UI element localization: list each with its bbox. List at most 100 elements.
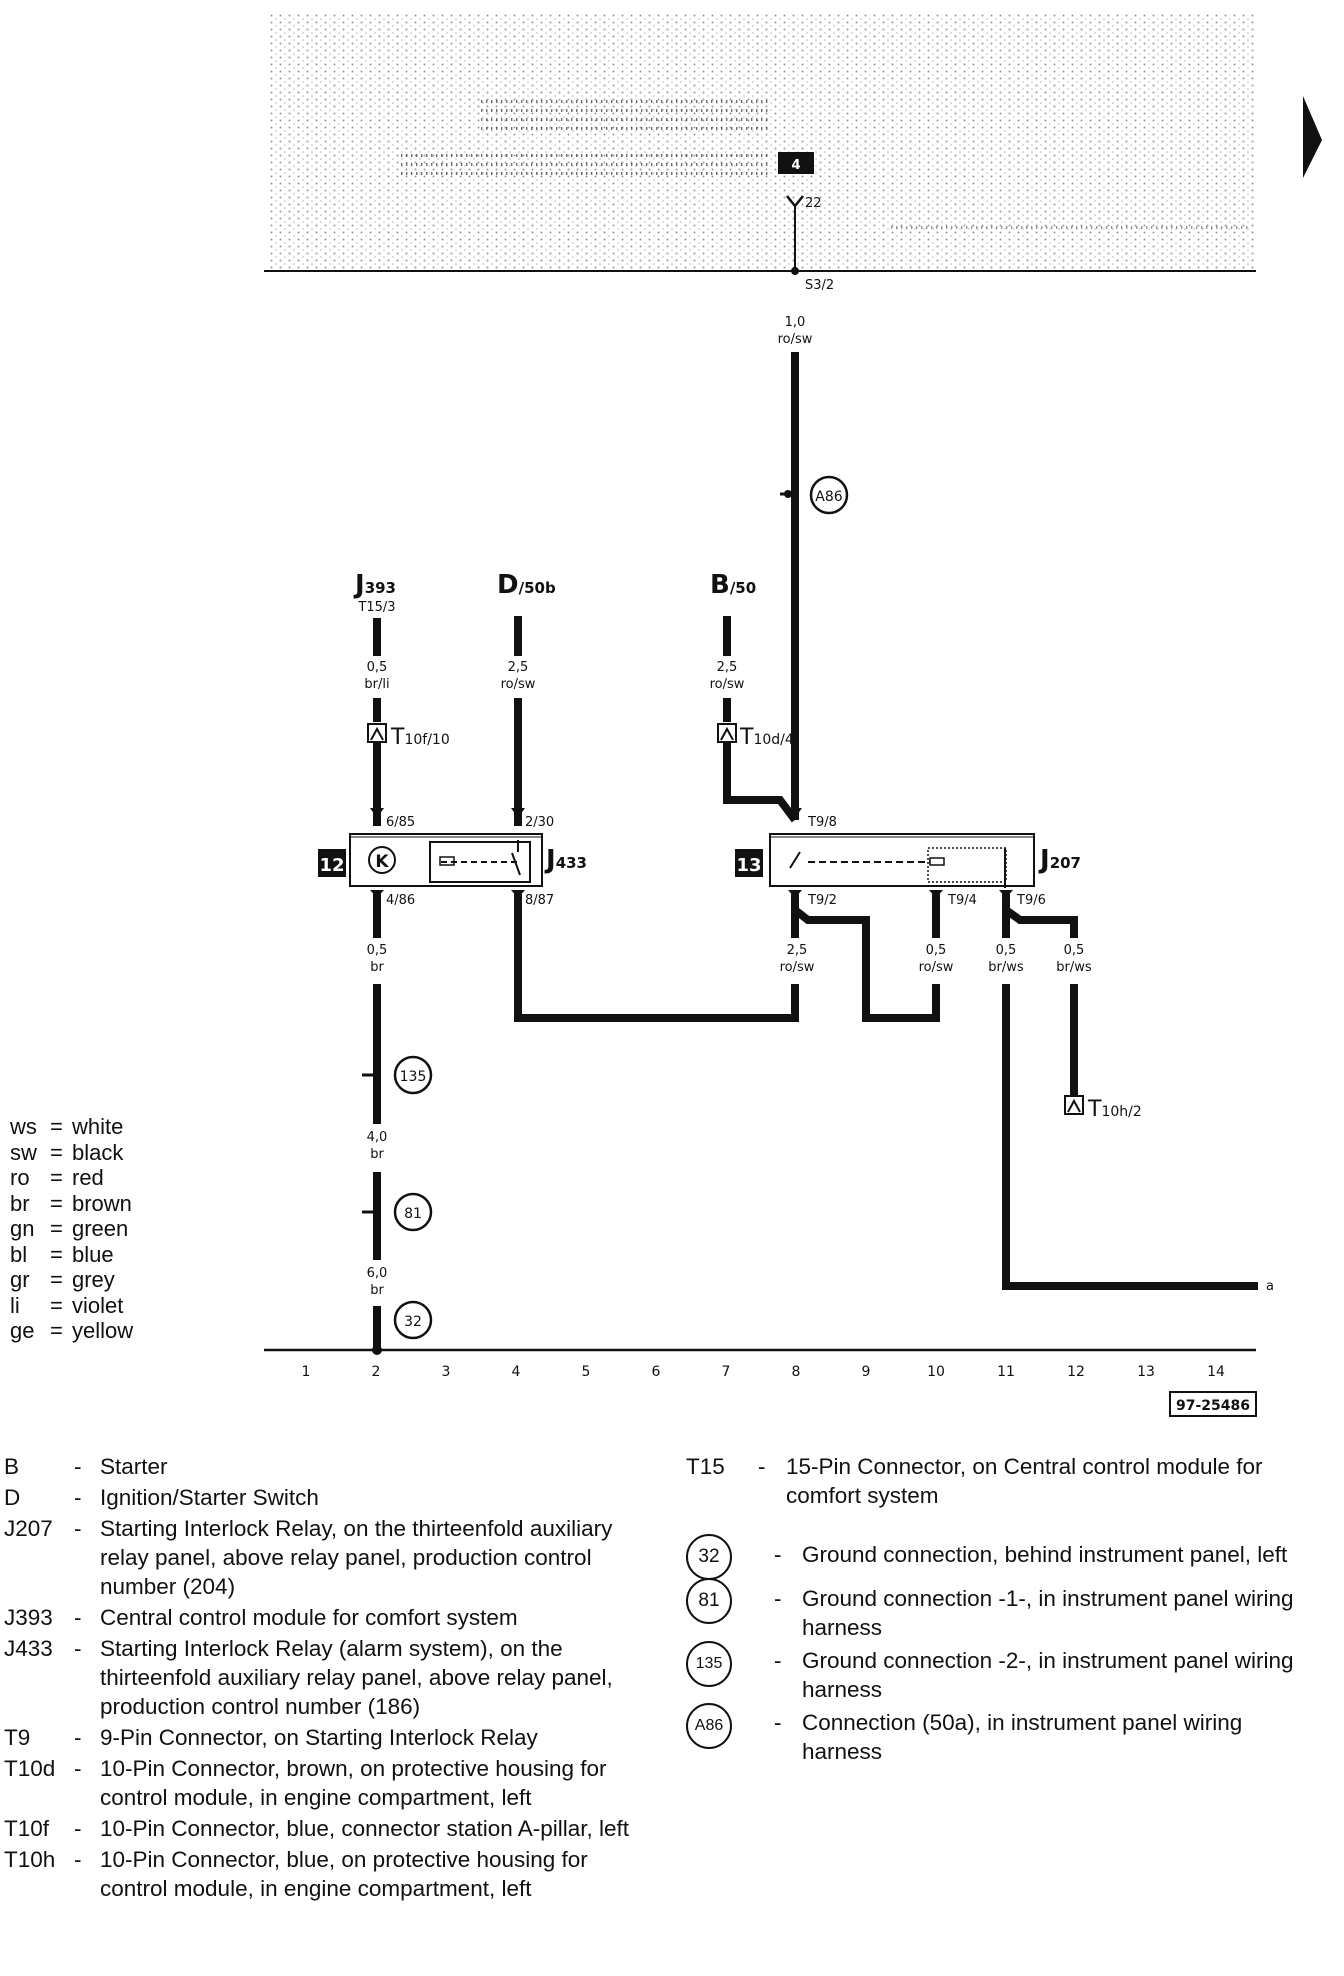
color-abbr: br [10, 1190, 30, 1216]
top-terminal-label: 22 [805, 196, 822, 211]
color-abbr: sw [10, 1139, 37, 1165]
key-desc: Ignition/Starter Switch [100, 1485, 319, 1510]
color-abbr: ws [10, 1114, 37, 1139]
j207-box-number: 13 [736, 855, 761, 876]
j433-pin-4-86: 4/86 [386, 893, 415, 908]
color-name: violet [72, 1292, 124, 1318]
color-name: red [72, 1165, 104, 1190]
t10d-label: T10d/4 [739, 725, 794, 750]
color-name: grey [72, 1267, 115, 1292]
ground-32-label: 32 [404, 1314, 422, 1330]
wire-size-label: 0,5 [1064, 943, 1085, 958]
j207-pin-t9-4: T9/4 [947, 893, 977, 908]
wire-color-label: ro/sw [501, 677, 536, 692]
color-name: brown [72, 1190, 132, 1216]
wiring-diagram: 4 22 S3/2 1,0 ro/sw A86 J393 T15/3 0,5 b… [264, 14, 1322, 1417]
color-legend-row: li=violet [10, 1292, 124, 1318]
key-entry: T9-9-Pin Connector, on Starting Interloc… [4, 1723, 644, 1752]
key-desc: Starting Interlock Relay (alarm system),… [100, 1636, 613, 1719]
ground-135-label: 135 [400, 1069, 427, 1085]
ground-symbol-icon: 81 [686, 1578, 732, 1624]
ground-32-circle [393, 1300, 433, 1340]
j393-label: J393 [353, 570, 396, 600]
column-number: 14 [1207, 1364, 1225, 1380]
key-entry: T10f-10-Pin Connector, blue, connector s… [4, 1814, 644, 1843]
column-number: 7 [722, 1364, 731, 1380]
j393-pin: T15/3 [357, 600, 395, 615]
column-number: 8 [792, 1364, 801, 1380]
key-code: T9 [4, 1725, 31, 1750]
b50-label: B/50 [710, 570, 756, 600]
color-abbr: ro [10, 1165, 30, 1190]
column-number: 4 [512, 1364, 521, 1380]
wire-size-label: 2,5 [787, 943, 808, 958]
key-code: T15 [686, 1454, 725, 1479]
column-number: 1 [302, 1364, 311, 1380]
column-number: 5 [582, 1364, 591, 1380]
continue-arrow-icon[interactable] [1303, 96, 1322, 178]
key-desc: Connection (50a), in instrument panel wi… [802, 1710, 1243, 1764]
key-desc: Ground connection -2-, in instrument pan… [802, 1648, 1294, 1702]
j207-pin-t9-2: T9/2 [807, 893, 837, 908]
key-entry: T10h-10-Pin Connector, blue, on protecti… [4, 1845, 644, 1903]
page-marker-box [778, 152, 814, 174]
ground-symbol-icon: A86 [686, 1703, 732, 1749]
ground-key-entry: 135-Ground connection -2-, in instrument… [686, 1641, 1326, 1704]
column-number: 9 [862, 1364, 871, 1380]
color-legend-row: gr=grey [10, 1267, 115, 1292]
wire-size-label: 0,5 [367, 943, 388, 958]
wire-size-label: 0,5 [367, 660, 388, 675]
diagram-id: 97-25486 [1176, 1398, 1250, 1414]
color-abbr: ge [10, 1318, 35, 1343]
wire-color-label: br [370, 1147, 384, 1162]
key-code: D [4, 1485, 21, 1510]
relay-panel-area [264, 14, 1256, 272]
splice-a86-label: A86 [815, 489, 842, 505]
ground-symbol-icon: 32 [686, 1534, 732, 1580]
column-number: 10 [927, 1364, 945, 1380]
d50b-label: D/50b [497, 570, 556, 600]
wire-size-label: 2,5 [717, 660, 738, 675]
color-name: blue [72, 1241, 114, 1267]
key-desc: 10-Pin Connector, brown, on protective h… [100, 1756, 607, 1810]
key-code: J393 [4, 1605, 53, 1630]
j207-label: J207 [1038, 845, 1081, 875]
key-desc: Ground connection -1-, in instrument pan… [802, 1586, 1294, 1640]
diagram-id-box [1169, 1391, 1257, 1417]
key-desc: 9-Pin Connector, on Starting Interlock R… [100, 1725, 538, 1750]
key-entry: T15 - 15-Pin Connector, on Central contr… [686, 1452, 1326, 1510]
key-desc: 10-Pin Connector, blue, on protective ho… [100, 1847, 588, 1901]
j433-label: J433 [544, 845, 587, 875]
svg-text:K: K [375, 852, 389, 872]
color-abbr: li [10, 1292, 20, 1318]
color-name: yellow [72, 1318, 134, 1343]
key-entry: J393-Central control module for comfort … [4, 1603, 644, 1632]
edge-label-a: a [1266, 1279, 1274, 1294]
color-legend-row: br=brown [10, 1190, 132, 1216]
column-number: 6 [652, 1364, 661, 1380]
key-code: T10d [4, 1756, 56, 1781]
top-connector-label: S3/2 [805, 278, 834, 293]
key-code: J207 [4, 1516, 53, 1541]
key-desc: Starting Interlock Relay, on the thirtee… [100, 1516, 613, 1599]
j207-relay-box [769, 833, 1035, 887]
color-abbr: bl [10, 1241, 28, 1267]
column-number: 13 [1137, 1364, 1155, 1380]
ground-symbol-icon: 135 [686, 1641, 732, 1687]
j433-pin-8-87: 8/87 [525, 893, 554, 908]
wire-color-label: br [370, 1283, 384, 1298]
color-abbr: gn [10, 1216, 35, 1241]
key-code: T10h [4, 1847, 56, 1872]
ground-key-entry: 32-Ground connection, behind instrument … [686, 1534, 1326, 1580]
ground-key-entry: 81-Ground connection -1-, in instrument … [686, 1578, 1326, 1642]
color-legend-row: bl=blue [10, 1241, 114, 1267]
key-code: B [4, 1454, 20, 1479]
key-desc: Central control module for comfort syste… [100, 1605, 518, 1630]
splice-a86-circle [809, 475, 849, 515]
color-legend-row: ro=red [10, 1165, 104, 1190]
color-name: green [72, 1216, 129, 1241]
wire-color-label: ro/sw [919, 960, 954, 975]
key-code: T10f [4, 1816, 50, 1841]
